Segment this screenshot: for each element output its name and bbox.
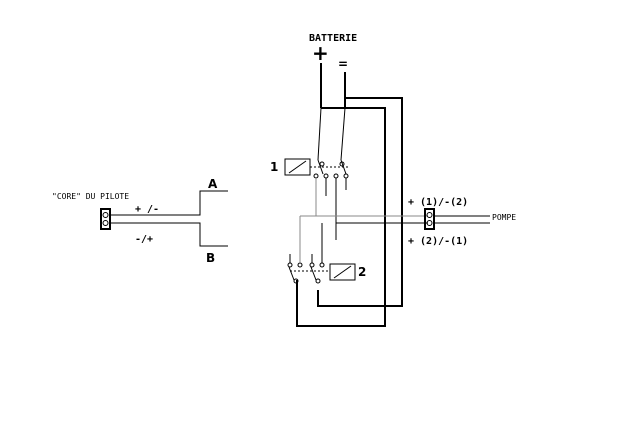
pump-terminal-block (424, 208, 490, 230)
battery-plus-symbol: + (312, 41, 329, 65)
pilot-polarity-bottom: -/+ (135, 234, 153, 245)
relay-2 (287, 254, 356, 284)
point-b-wire (180, 222, 228, 247)
point-a-wire (180, 190, 228, 216)
point-a-label: A (208, 177, 218, 191)
battery-positive-lead (317, 63, 322, 161)
relay-2-label: 2 (358, 265, 366, 279)
pump-bus-wires (299, 215, 428, 254)
negative-loop-wire (317, 97, 403, 307)
relay-1 (284, 158, 349, 179)
pilot-core-label: "CORE" DU PILOTE (52, 192, 129, 201)
point-b-label: B (206, 251, 215, 265)
battery-label: BATTERIE (309, 33, 357, 44)
pump-polarity-bottom: + (2)/-(1) (408, 236, 468, 247)
pilot-polarity-top: + /- (135, 204, 159, 215)
positive-loop-wire (296, 107, 386, 327)
pump-label: POMPE (492, 213, 516, 222)
pilot-terminal-block (100, 208, 180, 230)
pump-polarity-top: + (1)/-(2) (408, 197, 468, 208)
relay-1-outputs (315, 178, 347, 228)
battery-negative-lead (340, 72, 346, 161)
relay-1-label: 1 (270, 160, 278, 174)
battery-minus-symbol: = (338, 57, 348, 71)
